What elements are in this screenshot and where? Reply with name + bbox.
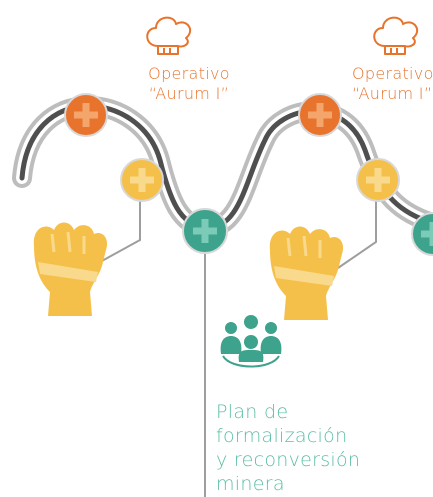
milestone-node-yellow-1[interactable] [120,158,164,202]
milestone-title: Operativo [352,64,433,83]
raised-fist-icon [269,226,344,320]
milestone-node-teal-2[interactable] [411,212,433,256]
program-line: Plan de [216,401,289,423]
program-line: y reconversión [216,449,361,471]
connector-fist-1 [99,198,141,263]
milestone-title: Operativo [148,64,230,83]
plus-icon [193,219,217,243]
chef-hat-icon [146,16,192,55]
milestone-node-orange-1[interactable] [64,93,108,137]
connectors [99,198,377,497]
milestone-node-orange-2[interactable] [298,93,342,137]
timeline-track [12,96,433,238]
plus-icon [366,168,390,192]
milestone-label-1: Operativo “Aurum I” [112,64,266,104]
milestone-node-teal-1[interactable] [182,208,228,254]
program-line: formalización [216,425,348,447]
milestone-subtitle: “Aurum I” [352,84,433,103]
chef-hat-icon [373,16,419,55]
plus-icon [74,103,98,127]
milestone-label-2: Operativo “Aurum I” [352,64,433,104]
connector-fist-2 [337,198,377,269]
track-inner-rail [19,103,433,231]
program-line: minera [216,473,285,495]
milestone-node-yellow-2[interactable] [356,158,400,202]
plus-icon [308,103,332,127]
plus-icon [421,222,433,246]
milestone-subtitle: “Aurum I” [148,84,230,103]
plus-icon [130,168,154,192]
people-group-icon [220,315,282,368]
raised-fist-icon [33,222,108,316]
program-label: Plan de formalización y reconversión min… [216,400,416,496]
